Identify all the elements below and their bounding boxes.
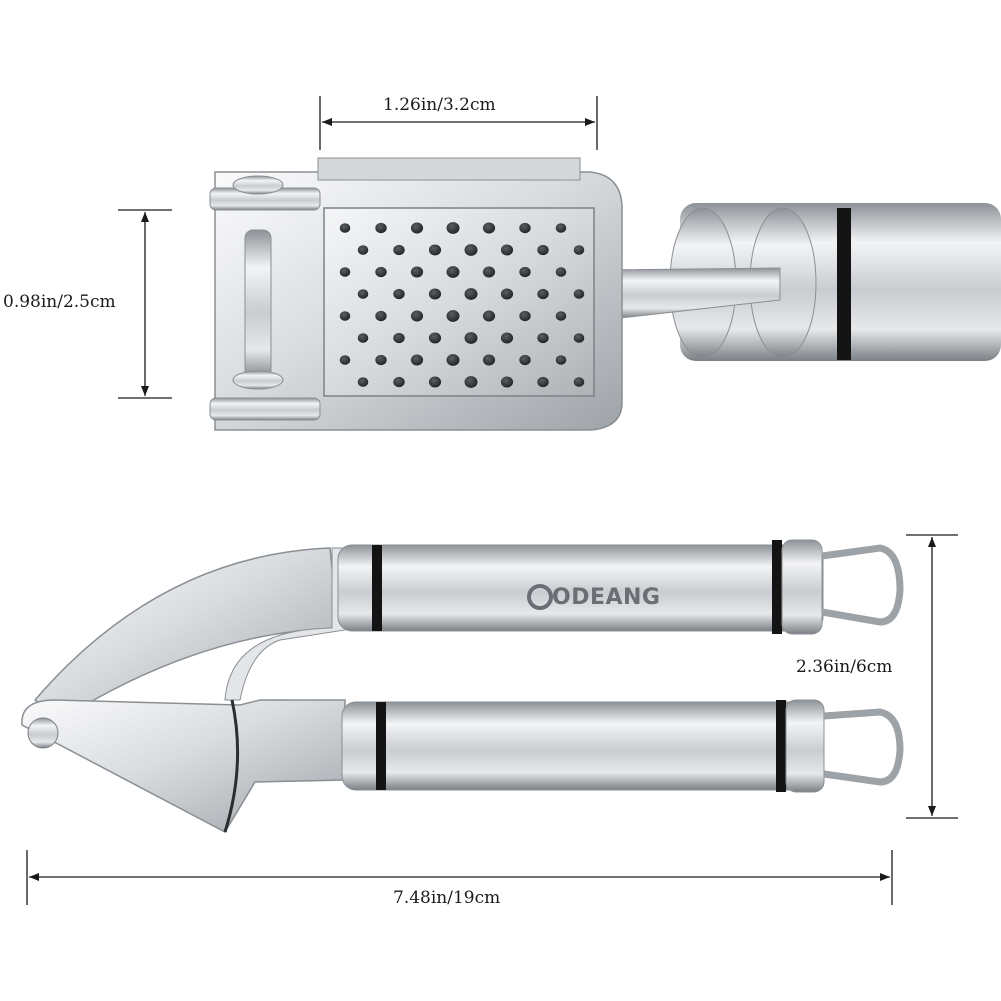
sieve-hole bbox=[482, 354, 496, 366]
handle-band bbox=[837, 208, 851, 360]
sieve-hole bbox=[500, 244, 514, 256]
sieve-hole bbox=[500, 288, 514, 300]
pivot-rivet bbox=[27, 717, 59, 749]
sieve-hole bbox=[464, 332, 478, 344]
sieve-hole bbox=[410, 266, 424, 278]
garlic-press-side-view bbox=[21, 539, 904, 833]
sieve-hole bbox=[375, 222, 387, 234]
sieve-hole bbox=[573, 289, 585, 299]
sieve-hole bbox=[573, 245, 585, 255]
sieve-hole bbox=[428, 288, 442, 300]
sieve-hole bbox=[428, 244, 442, 256]
sieve-hole bbox=[446, 222, 460, 234]
handle-spread-label: 2.36in/6cm bbox=[796, 657, 893, 677]
sieve-hole bbox=[573, 333, 585, 343]
sieve-hole bbox=[375, 354, 387, 366]
sieve-hole bbox=[482, 222, 496, 234]
sieve-hole bbox=[428, 332, 442, 344]
upper-handle bbox=[337, 544, 824, 632]
sieve-hole bbox=[464, 376, 478, 388]
sieve-hole bbox=[410, 310, 424, 322]
sieve-hole bbox=[519, 222, 531, 234]
sieve-hole bbox=[375, 310, 387, 322]
sieve-hole bbox=[428, 376, 442, 388]
sieve-hole bbox=[519, 310, 531, 322]
sieve-hole bbox=[339, 355, 351, 365]
lower-chamber-head bbox=[21, 699, 346, 833]
sieve-hole bbox=[500, 376, 514, 388]
brand-logo-text: ODEANG bbox=[552, 585, 661, 610]
top-width-label: 1.26in/3.2cm bbox=[383, 95, 496, 115]
sieve-hole bbox=[339, 267, 351, 277]
sieve-hole bbox=[357, 333, 369, 343]
head-height-label: 0.98in/2.5cm bbox=[3, 292, 116, 312]
hinge-pin bbox=[244, 229, 272, 381]
sieve-hole bbox=[357, 377, 369, 387]
dimension-lines bbox=[26, 96, 958, 905]
sieve-hole bbox=[482, 266, 496, 278]
sieve-hole bbox=[393, 376, 405, 388]
sieve-holes bbox=[339, 222, 585, 388]
sieve-hole bbox=[537, 244, 549, 256]
lower-handle bbox=[341, 701, 823, 791]
sieve-hole bbox=[375, 266, 387, 278]
sieve-hole bbox=[537, 332, 549, 344]
sieve-hole bbox=[357, 245, 369, 255]
sieve-hole bbox=[410, 354, 424, 366]
sieve-hole bbox=[393, 244, 405, 256]
sieve-hole bbox=[555, 311, 567, 321]
sieve-hole bbox=[393, 332, 405, 344]
sieve-hole bbox=[339, 223, 351, 233]
sieve-hole bbox=[464, 288, 478, 300]
sieve-hole bbox=[500, 332, 514, 344]
sieve-hole bbox=[482, 310, 496, 322]
sieve-hole bbox=[393, 288, 405, 300]
sieve-hole bbox=[519, 266, 531, 278]
sieve-hole bbox=[357, 289, 369, 299]
sieve-hole bbox=[519, 354, 531, 366]
sieve-hole bbox=[446, 354, 460, 366]
sieve-hole bbox=[555, 355, 567, 365]
sieve-hole bbox=[537, 376, 549, 388]
sieve-hole bbox=[555, 267, 567, 277]
sieve-hole bbox=[464, 244, 478, 256]
sieve-hole bbox=[555, 223, 567, 233]
sieve-hole bbox=[573, 377, 585, 387]
sieve-hole bbox=[446, 310, 460, 322]
press-chamber-view bbox=[209, 157, 1001, 431]
sieve-plate bbox=[323, 207, 595, 397]
brand-logo-mark bbox=[527, 584, 553, 610]
sieve-hole bbox=[339, 311, 351, 321]
sieve-hole bbox=[446, 266, 460, 278]
total-length-label: 7.48in/19cm bbox=[393, 888, 501, 908]
sieve-hole bbox=[410, 222, 424, 234]
sieve-hole bbox=[537, 288, 549, 300]
